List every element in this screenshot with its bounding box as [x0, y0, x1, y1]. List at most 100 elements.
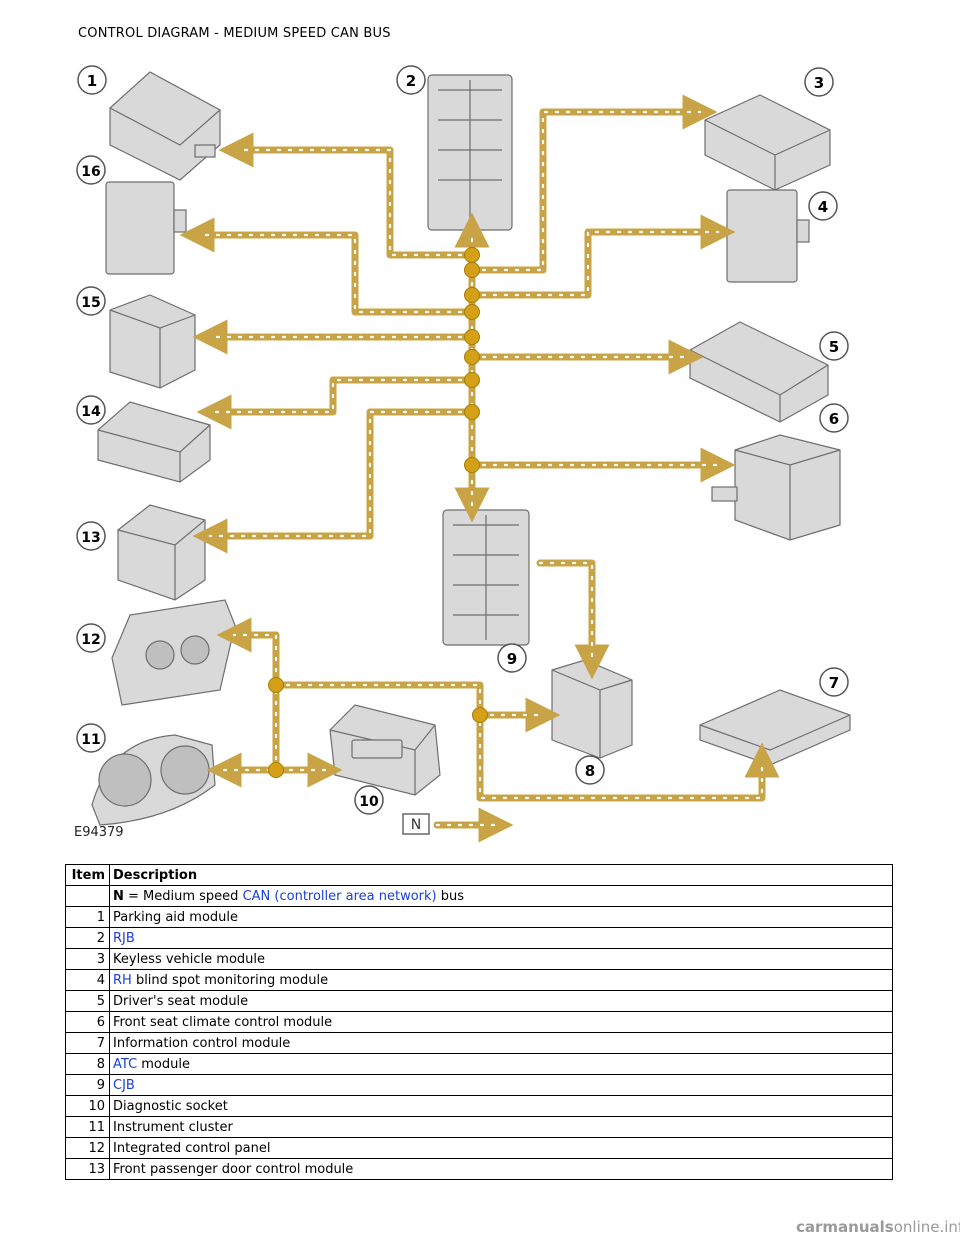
svg-text:2: 2 [406, 72, 416, 90]
legend-prefix: = Medium speed [123, 888, 243, 904]
item-number: 1 [65, 906, 110, 928]
item-description: Driver's seat module [109, 990, 893, 1012]
svg-text:6: 6 [829, 410, 839, 428]
blind-spot-module [726, 189, 810, 283]
item-number: 4 [65, 969, 110, 991]
description-text: Driver's seat module [113, 993, 249, 1009]
item-description: Integrated control panel [109, 1137, 893, 1159]
callout-8: 8 [575, 755, 605, 785]
can-link[interactable]: CAN (controller area network) [242, 888, 437, 904]
legend-key: N [113, 888, 124, 904]
callout-10: 10 [354, 785, 384, 815]
rjb-module [427, 74, 513, 231]
description-text: Integrated control panel [113, 1140, 271, 1156]
item-number: 3 [65, 948, 110, 970]
svg-text:16: 16 [81, 164, 100, 180]
item-description-table: Item Description N = Medium speed CAN (c… [65, 864, 893, 1180]
description-text: module [137, 1056, 190, 1072]
front-seat-climate-module [711, 434, 841, 541]
callout-2: 2 [396, 65, 426, 95]
keyless-vehicle-module [704, 94, 831, 191]
description-text: Front seat climate control module [113, 1014, 333, 1030]
watermark-bold: carmanuals [796, 1218, 894, 1236]
module-16 [105, 181, 187, 275]
svg-text:4: 4 [818, 198, 828, 216]
svg-text:7: 7 [829, 674, 839, 692]
atc-module [551, 659, 633, 759]
description-text: Instrument cluster [113, 1119, 233, 1135]
item-number: 5 [65, 990, 110, 1012]
svg-text:15: 15 [81, 295, 100, 311]
item-description: RJB [109, 927, 893, 949]
description-text: Front passenger door control module [113, 1161, 354, 1177]
drivers-seat-module [689, 321, 829, 423]
information-control-module [699, 689, 851, 766]
can-bus-diagram: 1 2 3 4 5 6 7 8 9 10 11 12 13 14 15 16 E… [74, 65, 851, 843]
item-number: 13 [65, 1158, 110, 1180]
callout-11: 11 [76, 723, 106, 753]
svg-text:12: 12 [81, 632, 100, 648]
callout-16: 16 [76, 155, 106, 185]
rjb-link[interactable]: RJB [113, 930, 135, 946]
description-text: Keyless vehicle module [113, 951, 266, 967]
item-description: Keyless vehicle module [109, 948, 893, 970]
callout-14: 14 [76, 395, 106, 425]
svg-text:5: 5 [829, 338, 839, 356]
callout-1: 1 [77, 65, 107, 95]
rh-link[interactable]: RH [113, 972, 132, 988]
front-passenger-door-module [117, 504, 206, 601]
item-number: 2 [65, 927, 110, 949]
instrument-cluster [91, 734, 216, 826]
svg-text:3: 3 [814, 74, 824, 92]
figure-id: E94379 [74, 825, 124, 840]
item-description: Front seat climate control module [109, 1011, 893, 1033]
callout-13: 13 [76, 521, 106, 551]
callout-5: 5 [819, 331, 849, 361]
item-description: RH blind spot monitoring module [109, 969, 893, 991]
cjb-link[interactable]: CJB [113, 1077, 135, 1093]
item-number: 6 [65, 1011, 110, 1033]
callout-7: 7 [819, 667, 849, 697]
integrated-control-panel [111, 599, 236, 706]
description-text: Information control module [113, 1035, 291, 1051]
item-description: Information control module [109, 1032, 893, 1054]
svg-text:10: 10 [359, 794, 379, 810]
callout-4: 4 [808, 191, 838, 221]
item-number: 8 [65, 1053, 110, 1075]
header-description: Description [109, 864, 893, 886]
module-15 [109, 294, 196, 389]
svg-text:11: 11 [81, 732, 100, 748]
legend-n-box: N [402, 813, 430, 835]
atc-link[interactable]: ATC [113, 1056, 138, 1072]
svg-text:9: 9 [507, 650, 517, 668]
item-number: 10 [65, 1095, 110, 1117]
page-title: CONTROL DIAGRAM - MEDIUM SPEED CAN BUS [78, 26, 391, 41]
item-number: 11 [65, 1116, 110, 1138]
svg-text:8: 8 [585, 762, 595, 780]
item-description: Front passenger door control module [109, 1158, 893, 1180]
legend-item-cell [65, 885, 110, 907]
description-text: Parking aid module [113, 909, 239, 925]
description-text: blind spot monitoring module [131, 972, 329, 988]
watermark: carmanualsonline.info [796, 1218, 960, 1236]
svg-text:14: 14 [81, 404, 101, 420]
legend-description-cell: N = Medium speed CAN (controller area ne… [109, 885, 893, 907]
callout-9: 9 [497, 643, 527, 673]
item-number: 7 [65, 1032, 110, 1054]
callout-12: 12 [76, 623, 106, 653]
description-text: Diagnostic socket [113, 1098, 228, 1114]
cjb-module [442, 509, 530, 646]
svg-text:13: 13 [81, 530, 100, 546]
callout-3: 3 [804, 67, 834, 97]
